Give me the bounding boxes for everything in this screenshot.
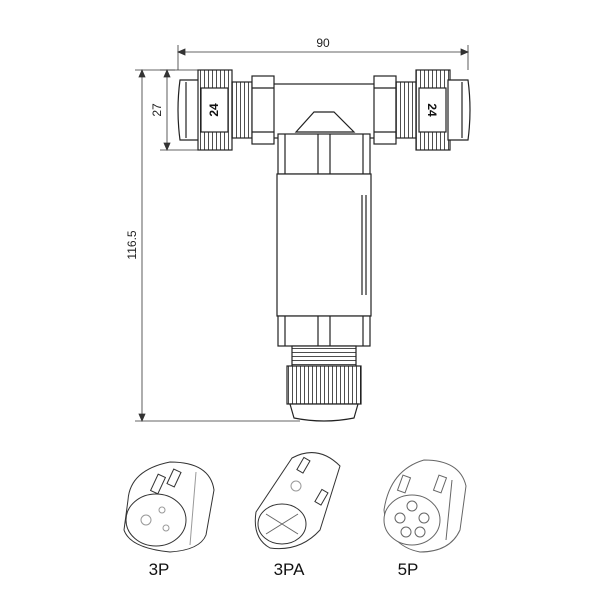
insert-3pa-label: 3PA xyxy=(273,560,305,579)
insert-5p-label: 5P xyxy=(397,560,419,579)
dimension-width-label: 90 xyxy=(316,36,330,50)
left-nut-label: 24 xyxy=(207,103,221,117)
right-nut-label-plate xyxy=(418,87,447,133)
right-hex-ring xyxy=(373,75,397,145)
right-end-cap xyxy=(447,79,471,141)
t-connector xyxy=(177,69,471,422)
left-hex-ring xyxy=(251,75,275,145)
lower-hex-block xyxy=(277,315,371,347)
insert-3p-label: 3P xyxy=(148,560,170,579)
bottom-nut-ribs xyxy=(286,365,362,405)
bottom-end-cap xyxy=(289,403,359,422)
upper-hex-block xyxy=(277,133,371,175)
dimension-lines xyxy=(135,45,470,423)
left-end-cap xyxy=(177,79,201,141)
dimension-thread-height-label: 27 xyxy=(150,103,164,117)
left-nut-label-plate xyxy=(200,87,229,133)
insert-3pa-illustration xyxy=(254,452,341,550)
lower-thread xyxy=(291,345,357,367)
insert-3p-illustration xyxy=(123,461,215,553)
right-nut-label: 24 xyxy=(425,103,439,117)
right-thread xyxy=(395,81,417,139)
top-dome xyxy=(294,111,356,133)
dimension-total-height-label: 116.5 xyxy=(125,230,139,259)
left-thread xyxy=(231,81,253,139)
vertical-body xyxy=(276,173,372,317)
insert-5p-illustration xyxy=(383,459,467,553)
